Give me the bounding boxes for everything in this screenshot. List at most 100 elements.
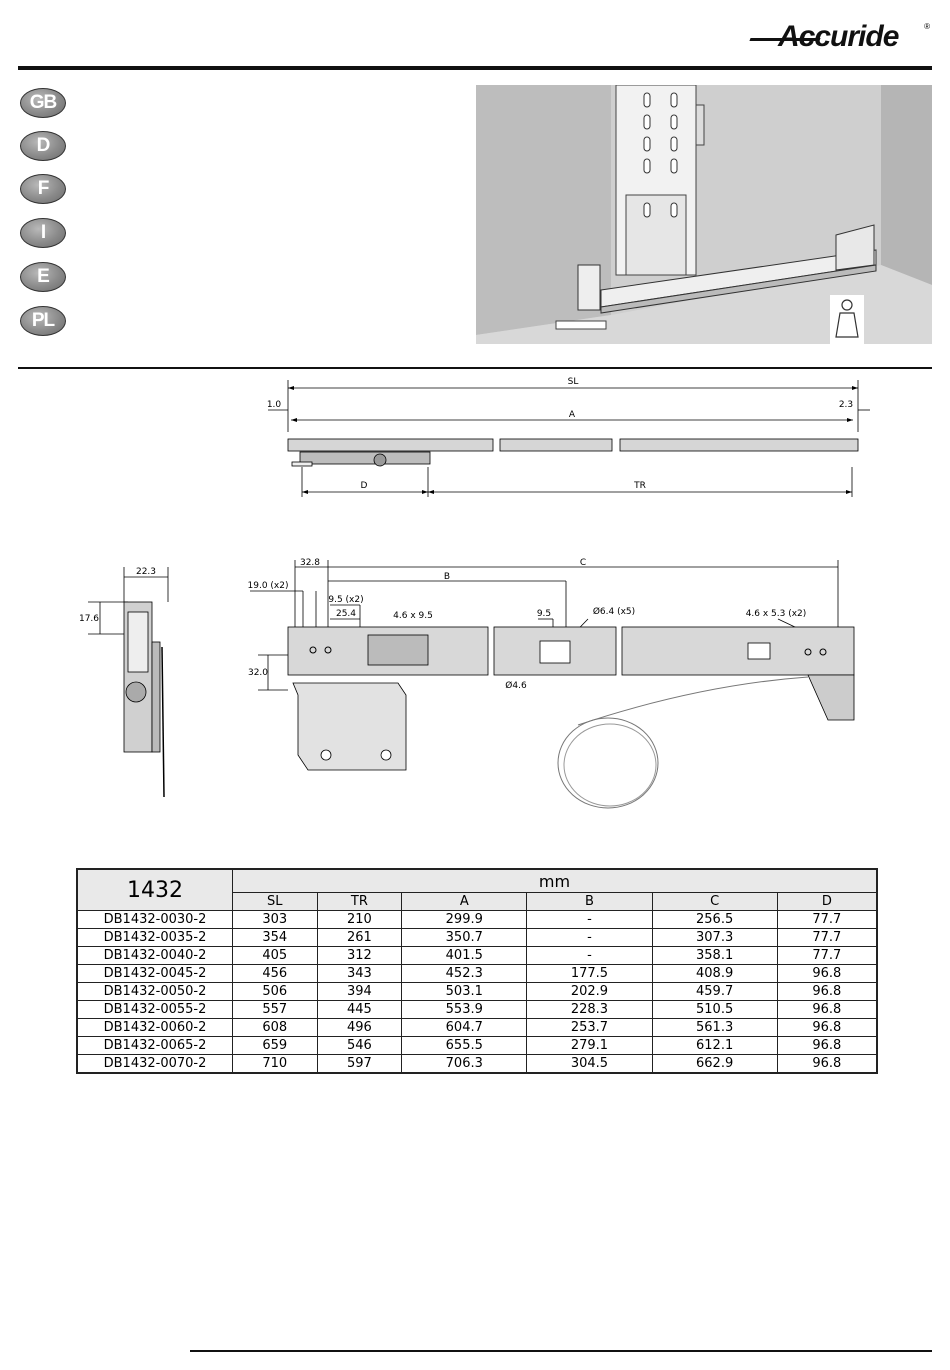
- label-tr: TR: [633, 481, 646, 491]
- part-number-cell: DB1432-0055-2: [76, 1000, 233, 1019]
- model-number: 1432: [76, 868, 233, 911]
- registered-mark: ®: [924, 22, 930, 31]
- dimension-cell: 77.7: [776, 910, 878, 929]
- part-number-cell: DB1432-0065-2: [76, 1036, 233, 1055]
- dimension-cell: 597: [316, 1054, 403, 1074]
- side-elevation-drawing: SL 1.0 2.3 A D TR: [267, 377, 870, 497]
- dimension-cell: 304.5: [526, 1054, 653, 1074]
- section-rule: [18, 367, 932, 369]
- dimension-cell: 506: [232, 982, 318, 1001]
- dimension-cell: 405: [232, 946, 318, 965]
- language-badge-pl: PL: [20, 306, 66, 336]
- language-badge-gb: GB: [20, 88, 66, 118]
- dimension-cell: 96.8: [776, 982, 878, 1001]
- dimension-cell: 96.8: [776, 1036, 878, 1055]
- part-number-cell: DB1432-0045-2: [76, 964, 233, 983]
- column-header: A: [401, 892, 528, 911]
- brand-logo: Accuride ®: [749, 18, 930, 58]
- dimension-cell: 261: [316, 928, 403, 947]
- label-offset-9-5x2: 9.5 (x2): [328, 595, 363, 605]
- dimension-cell: -: [526, 946, 653, 965]
- dimension-cell: 358.1: [651, 946, 778, 965]
- label-left-gap: 1.0: [267, 400, 282, 410]
- part-number-cell: DB1432-0040-2: [76, 946, 233, 965]
- column-header: SL: [232, 892, 318, 911]
- dimension-cell: 96.8: [776, 1018, 878, 1037]
- dimension-cell: 503.1: [401, 982, 528, 1001]
- dimension-cell: 659: [232, 1036, 318, 1055]
- dimension-cell: 557: [232, 1000, 318, 1019]
- language-badge-d: D: [20, 131, 66, 161]
- column-header: C: [651, 892, 778, 911]
- label-d: D: [361, 481, 368, 491]
- label-right-gap: 2.3: [839, 400, 853, 410]
- dimension-cell: 510.5: [651, 1000, 778, 1019]
- dimension-cell: 546: [316, 1036, 403, 1055]
- column-header: D: [776, 892, 878, 911]
- dimension-cell: 303: [232, 910, 318, 929]
- part-number-cell: DB1432-0030-2: [76, 910, 233, 929]
- part-number-cell: DB1432-0060-2: [76, 1018, 233, 1037]
- dimension-cell: 608: [232, 1018, 318, 1037]
- part-number-cell: DB1432-0070-2: [76, 1054, 233, 1074]
- dimension-cell: 459.7: [651, 982, 778, 1001]
- dimension-cell: 553.9: [401, 1000, 528, 1019]
- unit-header: mm: [232, 868, 878, 893]
- label-side-height: 17.6: [79, 614, 99, 624]
- dimension-cell: 177.5: [526, 964, 653, 983]
- header-rule: [18, 66, 932, 70]
- dimension-cell: 77.7: [776, 946, 878, 965]
- installation-illustration: [476, 85, 932, 344]
- dimension-cell: 394: [316, 982, 403, 1001]
- language-badge-i: I: [20, 218, 66, 248]
- dimension-cell: 312: [316, 946, 403, 965]
- label-a: A: [569, 410, 576, 420]
- label-slot: 4.6 x 9.5: [393, 611, 433, 621]
- label-offset-32-8: 32.8: [300, 558, 320, 568]
- dimension-cell: 354: [232, 928, 318, 947]
- column-header: B: [526, 892, 653, 911]
- dimension-cell: 202.9: [526, 982, 653, 1001]
- dimension-cell: 228.3: [526, 1000, 653, 1019]
- column-header: TR: [316, 892, 403, 911]
- front-elevation-drawing: 32.8 C B 19.0 (x2) 9.5 (x2) 25.4 4.6 x 9…: [248, 558, 855, 809]
- dimension-cell: 96.8: [776, 964, 878, 983]
- footer-rule: [190, 1350, 932, 1352]
- dimension-cell: 706.3: [401, 1054, 528, 1074]
- dimension-cell: 96.8: [776, 1054, 878, 1074]
- dimension-cell: -: [526, 928, 653, 947]
- brand-name: Accuride: [778, 20, 899, 53]
- dimension-cell: 96.8: [776, 1000, 878, 1019]
- label-offset-9-5: 9.5: [537, 609, 551, 619]
- dimension-cell: 299.9: [401, 910, 528, 929]
- dimension-cell: 456: [232, 964, 318, 983]
- label-side-width: 22.3: [136, 567, 156, 577]
- label-b: B: [444, 572, 450, 582]
- dimension-cell: 256.5: [651, 910, 778, 929]
- language-badge-e: E: [20, 262, 66, 292]
- part-number-cell: DB1432-0050-2: [76, 982, 233, 1001]
- part-number-cell: DB1432-0035-2: [76, 928, 233, 947]
- dimension-cell: 350.7: [401, 928, 528, 947]
- label-height-32: 32.0: [248, 668, 268, 678]
- label-offset-19-0: 19.0 (x2): [248, 581, 288, 591]
- dimension-cell: 408.9: [651, 964, 778, 983]
- dimension-cell: 279.1: [526, 1036, 653, 1055]
- language-badge-f: F: [20, 174, 66, 204]
- dimension-cell: 604.7: [401, 1018, 528, 1037]
- dimension-cell: 445: [316, 1000, 403, 1019]
- dimension-cell: 612.1: [651, 1036, 778, 1055]
- label-sl: SL: [568, 377, 579, 387]
- dimension-cell: 710: [232, 1054, 318, 1074]
- label-c: C: [580, 558, 586, 568]
- dimension-cell: 655.5: [401, 1036, 528, 1055]
